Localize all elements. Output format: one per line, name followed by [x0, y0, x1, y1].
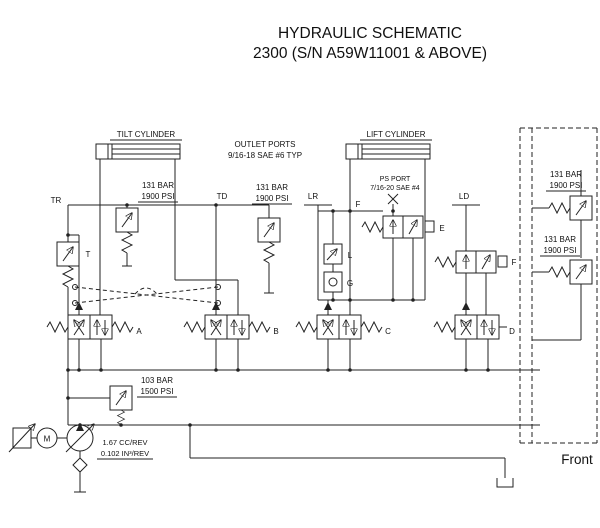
front-label: Front — [561, 452, 593, 467]
port-label-lr: LR — [308, 192, 318, 201]
valve-label-f: F — [512, 258, 517, 267]
ld-line — [452, 204, 480, 251]
motor-label: M — [44, 435, 51, 444]
port-label-tr: TR — [51, 196, 62, 205]
valve-label-b: B — [273, 327, 278, 336]
t-check-valve — [57, 242, 79, 288]
lr-line — [304, 204, 332, 300]
valve-label-c: C — [385, 327, 391, 336]
schematic-title-line1: HYDRAULIC SCHEMATIC — [278, 25, 462, 42]
main-relief-valve — [68, 386, 132, 426]
aux-relief2-bar: 131 BAR — [544, 235, 576, 244]
valve-a-symbol — [46, 315, 134, 339]
outlet-ports-note-line2: 9/16-18 SAE #6 TYP — [228, 151, 302, 160]
valve-label-e: E — [439, 224, 444, 233]
tank-symbol — [496, 478, 514, 488]
port-label-td: TD — [217, 192, 228, 201]
ps-port-note-line2: 7/16-20 SAE #4 — [370, 185, 420, 192]
pump-displacement-line2: 0.102 IN³/REV — [101, 449, 149, 458]
port-label-t: T — [86, 250, 91, 259]
flow-arrows — [75, 302, 470, 310]
tilt-relief-psi: 1900 PSI — [142, 192, 175, 201]
mid-rail — [318, 299, 425, 315]
pump-symbol — [65, 423, 94, 493]
outlet-relief-bar: 131 BAR — [256, 183, 288, 192]
outlet-ports-note-line1: OUTLET PORTS — [234, 140, 295, 149]
aux-section-boundary — [519, 127, 598, 444]
tilt-cylinder-label: TILT CYLINDER — [117, 130, 176, 139]
motor-symbol — [8, 424, 67, 453]
tilt-relief-bar: 131 BAR — [142, 181, 174, 190]
aux-relief2-psi: 1900 PSI — [544, 246, 577, 255]
valve-c-symbol — [295, 315, 383, 339]
schematic-title-line2: 2300 (S/N A59W11001 & ABOVE) — [253, 45, 487, 62]
pump-displacement-line1: 1.67 CC/REV — [102, 438, 147, 447]
valve-label-d: D — [509, 327, 515, 336]
port-label-ld: LD — [459, 192, 469, 201]
lift-cylinder-label: LIFT CYLINDER — [367, 130, 426, 139]
outlet-relief-psi: 1900 PSI — [256, 194, 289, 203]
aux-relief1-bar: 131 BAR — [550, 170, 582, 179]
port-label-g: G — [347, 279, 353, 288]
valve-f-symbol — [434, 251, 508, 315]
valve-tank-stubs — [78, 339, 489, 370]
mechanical-linkage — [72, 284, 221, 306]
junction-dots — [66, 203, 490, 427]
lift-cylinder-symbol: LIFT CYLINDER — [345, 130, 432, 160]
tank-rails — [68, 369, 540, 488]
aux-relief1-psi: 1900 PSI — [550, 181, 583, 190]
valve-b-symbol — [183, 315, 271, 339]
valve-label-a: A — [136, 327, 142, 336]
tilt-relief-valve — [116, 205, 138, 267]
tilt-cylinder-symbol: TILT CYLINDER — [95, 130, 182, 160]
valve-d-symbol — [433, 315, 507, 339]
main-relief-psi: 1500 PSI — [141, 387, 174, 396]
ps-port-note-line1: PS PORT — [380, 176, 411, 183]
aux-relief-valve-2 — [532, 260, 592, 341]
l-valve — [323, 211, 343, 265]
main-relief-bar: 103 BAR — [141, 376, 173, 385]
g-valve — [323, 264, 343, 300]
outlet-relief-valve — [258, 205, 280, 294]
aux-relief-valve-1 — [532, 170, 592, 258]
valve-e-symbol — [361, 216, 435, 300]
port-label-l: L — [348, 251, 353, 260]
port-label-f: F — [356, 200, 361, 209]
